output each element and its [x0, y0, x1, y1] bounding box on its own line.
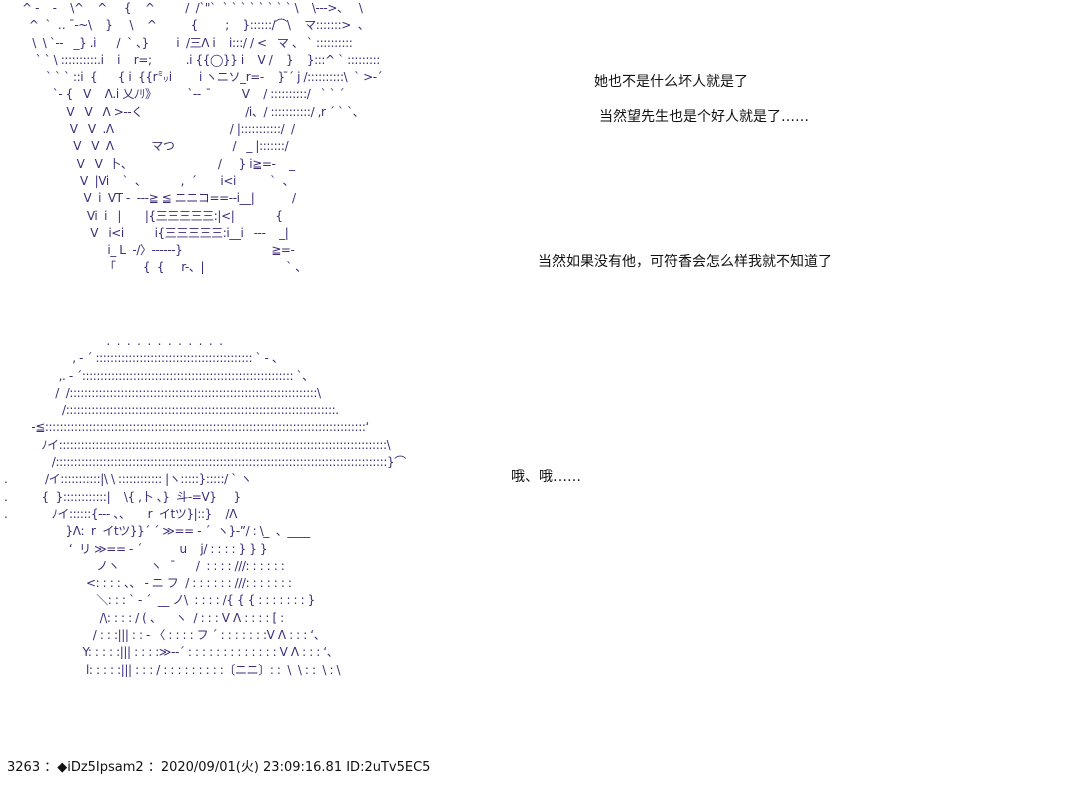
dialogue-line-1: 她也不是什么坏人就是了 [594, 74, 748, 90]
dialogue-line-2: 当然望先生也是个好人就是了…… [599, 109, 809, 125]
ascii-art-top: ^ - - \^ ^ { ^ / /`"` ` ` ` ` ` ` ` ` \ … [22, 1, 383, 275]
ascii-art-bottom: . . . . . . . . . . . . , ‐ ´ ::::::::::… [4, 334, 406, 677]
post-footer: 3263 ：◆iDz5Ipsam2 ：2020/09/01(火) 23:09:1… [7, 760, 431, 775]
dialogue-line-4: 哦、哦…… [511, 469, 581, 485]
dialogue-line-3: 当然如果没有他，可符香会怎么样我就不知道了 [538, 254, 832, 270]
